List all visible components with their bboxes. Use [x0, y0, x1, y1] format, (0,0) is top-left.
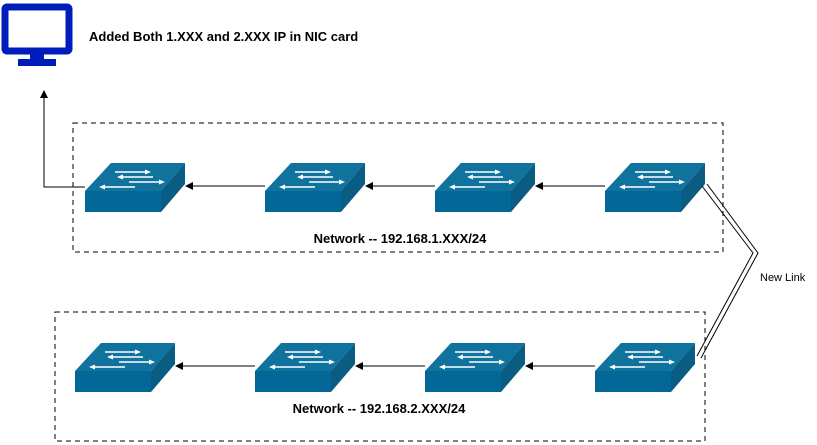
network-1-switch-4-icon — [604, 162, 706, 213]
network-1-switch-2-icon — [264, 162, 366, 213]
network-1-switch-1-icon — [84, 162, 186, 213]
network-1-connections — [40, 90, 605, 190]
computer-monitor-icon — [1, 3, 73, 66]
network-1-boundary — [72, 122, 724, 253]
network-2-boundary — [54, 311, 706, 442]
network-1-label: Network -- 192.168.1.XXX/24 — [314, 231, 487, 246]
network-2-switch-2-icon — [254, 342, 356, 393]
nic-caption: Added Both 1.XXX and 2.XXX IP in NIC car… — [89, 29, 358, 44]
network-1-switch-3-icon — [434, 162, 536, 213]
uplink-to-computer-arrow — [40, 90, 85, 188]
network-2-switch-1-icon — [74, 342, 176, 393]
network-2-switch-3-icon — [424, 342, 526, 393]
new-link-label: New Link — [760, 272, 806, 284]
new-link-connection — [696, 183, 759, 359]
network-2-switch-4-icon — [594, 342, 696, 393]
network-2-label: Network -- 192.168.2.XXX/24 — [293, 401, 466, 416]
